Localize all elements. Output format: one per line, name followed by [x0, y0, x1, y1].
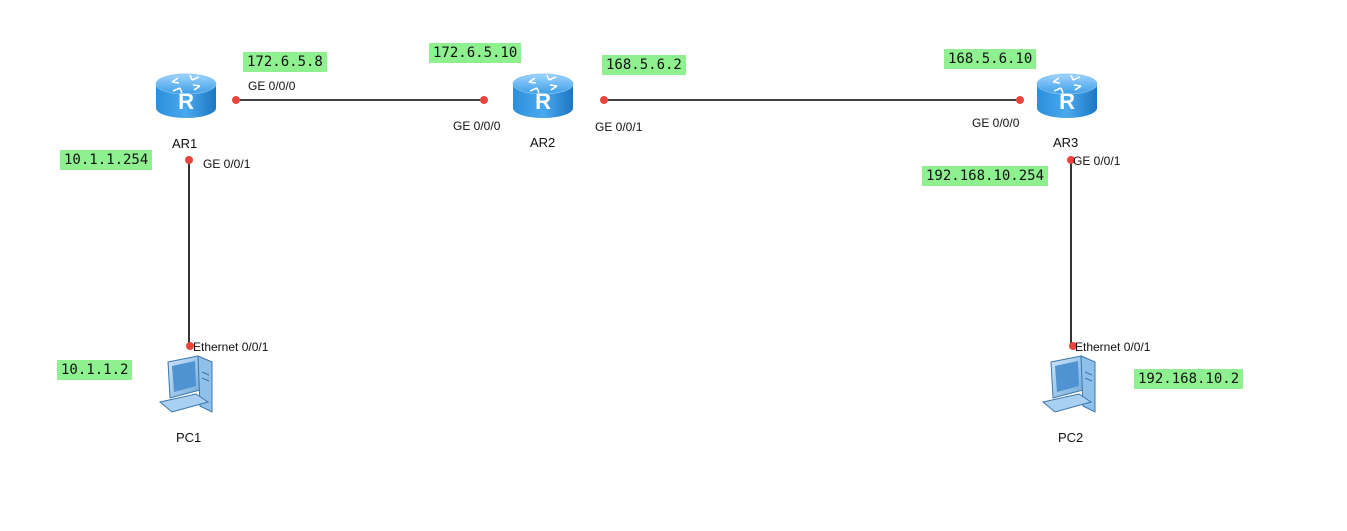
port-label-pc1-eth: Ethernet 0/0/1 [193, 340, 269, 354]
port-label-ar1-g001: GE 0/0/1 [203, 157, 251, 171]
port-dot-ar3-g001 [1067, 156, 1075, 164]
port-label-ar1-g000: GE 0/0/0 [248, 79, 296, 93]
port-label-ar2-g001: GE 0/0/1 [595, 120, 643, 134]
router-icon-ar3[interactable] [1036, 73, 1098, 119]
port-dot-ar1-g001 [185, 156, 193, 164]
ip-label-ar1-g000: 172.6.5.8 [243, 52, 327, 72]
device-label-ar2: AR2 [530, 135, 556, 150]
ip-label-pc2: 192.168.10.2 [1134, 369, 1244, 389]
ip-label-pc1: 10.1.1.2 [57, 360, 133, 380]
router-icon-ar1[interactable] [155, 73, 217, 119]
pc-icon-pc1[interactable] [159, 355, 213, 413]
router-icon-ar2[interactable] [512, 73, 574, 119]
ip-label-ar2-g001: 168.5.6.2 [602, 55, 686, 75]
port-label-ar2-g000: GE 0/0/0 [453, 119, 501, 133]
port-dot-pc1-eth [186, 342, 194, 350]
port-dot-ar1-g000 [232, 96, 240, 104]
device-label-ar3: AR3 [1053, 135, 1079, 150]
device-label-pc2: PC2 [1058, 430, 1084, 445]
ip-label-ar3-g001: 192.168.10.254 [922, 166, 1049, 186]
ip-label-ar3-g000: 168.5.6.10 [944, 49, 1037, 69]
pc-icon-pc2[interactable] [1042, 355, 1096, 413]
port-label-ar3-g000: GE 0/0/0 [972, 116, 1020, 130]
port-dot-ar2-g000 [480, 96, 488, 104]
device-label-ar1: AR1 [172, 136, 198, 151]
device-label-pc1: PC1 [176, 430, 202, 445]
ip-label-ar1-g001: 10.1.1.254 [60, 150, 153, 170]
port-label-ar3-g001: GE 0/0/1 [1073, 154, 1121, 168]
port-label-pc2-eth: Ethernet 0/0/1 [1075, 340, 1151, 354]
ip-label-ar2-g000: 172.6.5.10 [429, 43, 522, 63]
port-dot-pc2-eth [1069, 342, 1077, 350]
port-dot-ar3-g000 [1016, 96, 1024, 104]
port-dot-ar2-g001 [600, 96, 608, 104]
